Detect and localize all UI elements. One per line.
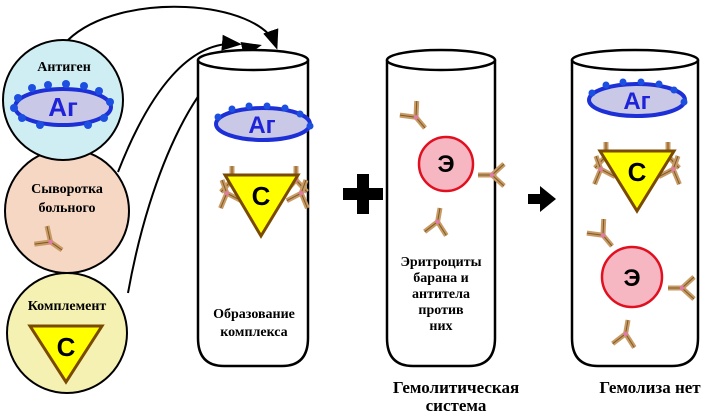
tube3-complement (597, 149, 677, 214)
tube1-antigen-symbol: Аг (248, 112, 275, 139)
antigen-label: Антиген (37, 60, 91, 75)
tube1-label-line2: комплекса (220, 325, 287, 340)
tube2-label-line2: барана и (413, 271, 468, 286)
complement-label: Комплемент (28, 299, 107, 314)
tube1-label-line1: Образование (213, 307, 295, 322)
result-arrow-icon (528, 186, 556, 212)
antigen-ellipse (10, 80, 114, 129)
caption-hemolytic-line2: система (426, 396, 487, 415)
tube2-cell-symbol: Э (437, 151, 454, 178)
caption-no-hemolysis: Гемолиза нет (599, 378, 701, 397)
tube2-label-line1: Эритроциты (400, 255, 481, 270)
plus-icon (343, 174, 383, 214)
caption-hemolytic-line1: Гемолитическая (393, 378, 519, 397)
complement-triangle (27, 324, 105, 385)
tube1-complement-symbol: С (252, 181, 271, 211)
serum-label-line2: больного (39, 201, 96, 216)
tube2-label-line5: них (429, 319, 452, 334)
tube3-complement-symbol: С (628, 157, 647, 187)
tube3-antigen (587, 78, 688, 118)
tube2-label-line4: против (418, 303, 464, 318)
tube1-antigen (214, 102, 314, 142)
tube3-erythrocyte (600, 245, 664, 309)
complement-symbol: С (57, 332, 76, 362)
tube3-cell-symbol: Э (623, 265, 640, 292)
tube1-complement (222, 173, 301, 239)
tube2-erythrocyte (417, 135, 475, 193)
tube2-label-line3: антитела (412, 287, 470, 302)
tube3-antigen-symbol: Аг (623, 88, 650, 115)
serum-label-line1: Сыворотка (31, 182, 103, 197)
antigen-symbol: Аг (48, 92, 78, 122)
